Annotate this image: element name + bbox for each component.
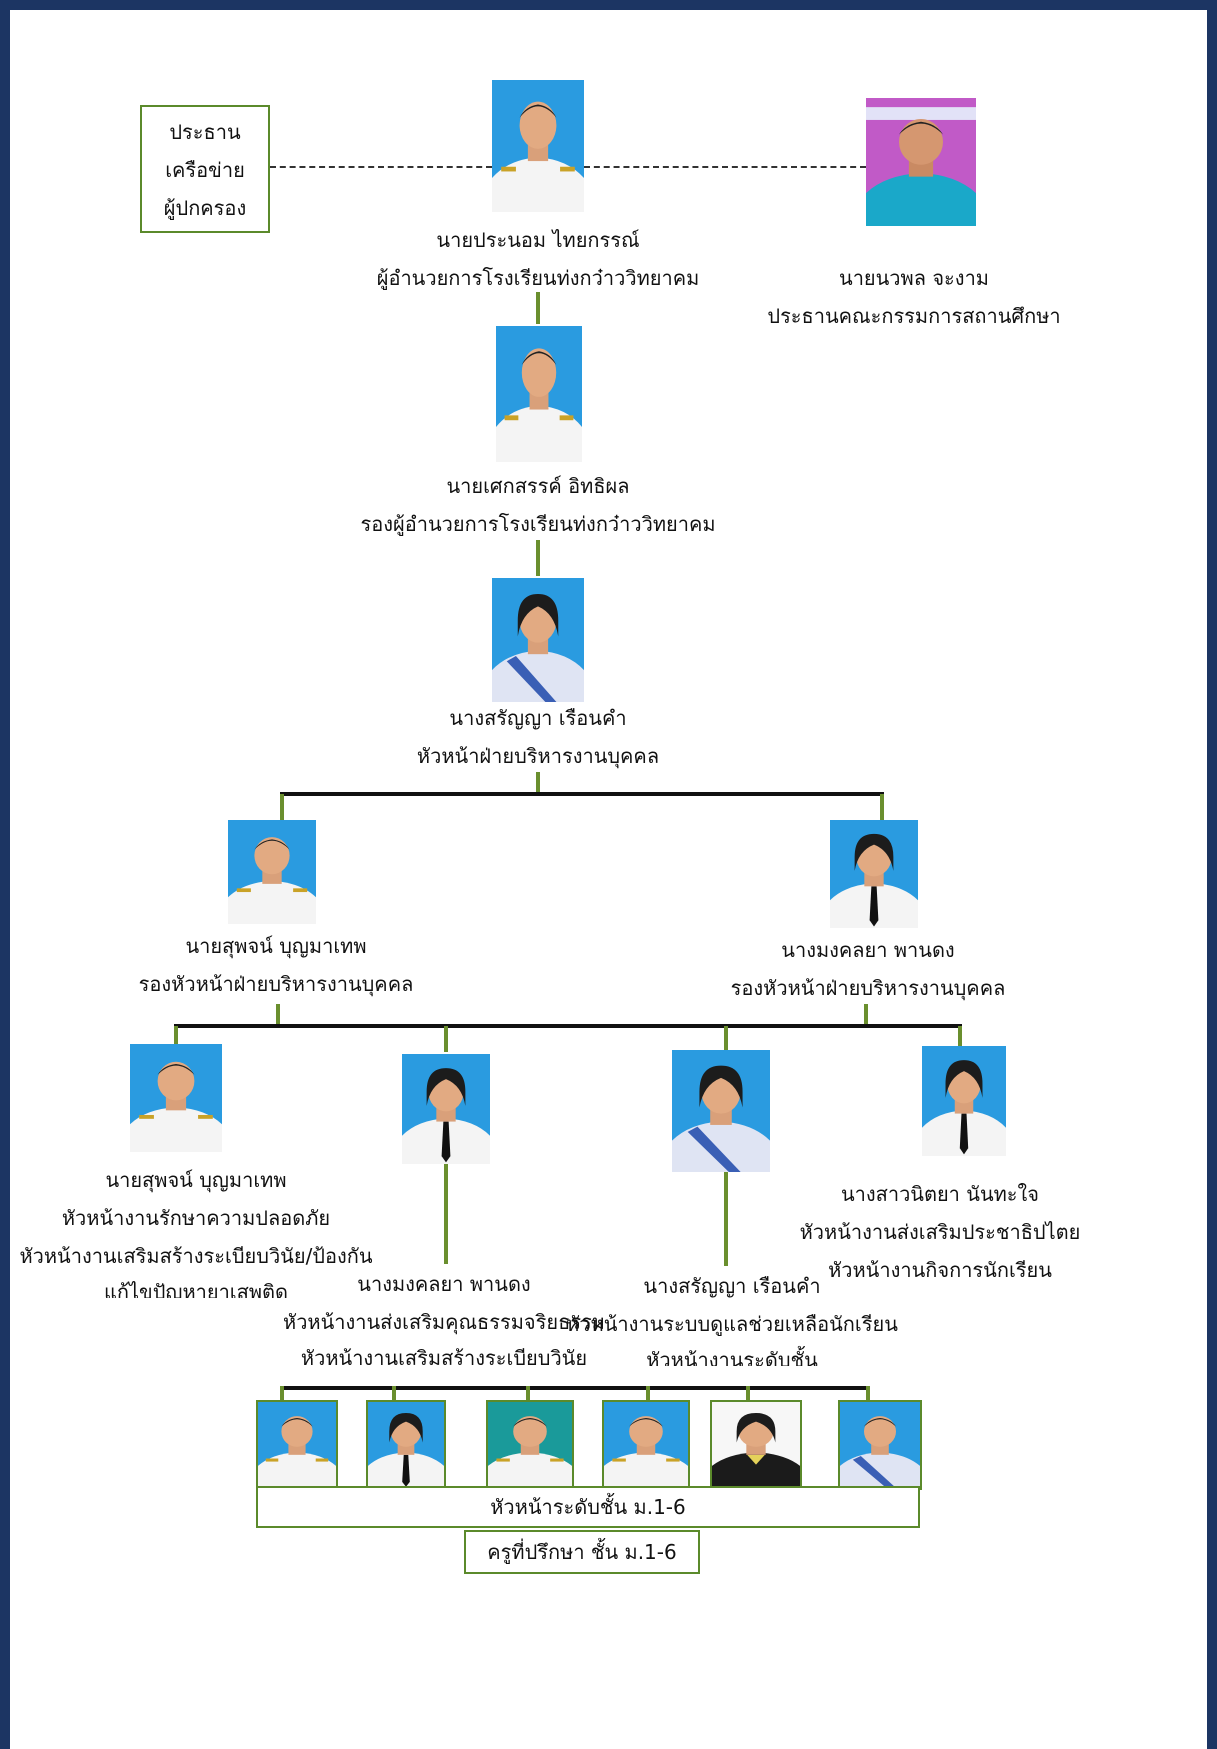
grade-head-photo-5 [710, 1400, 802, 1490]
staff-drop-4 [958, 1026, 962, 1046]
deputy-director-name: นายเศกสรรค์ อิทธิผล [446, 474, 630, 498]
staff-drop-2 [444, 1026, 448, 1052]
board-chairman-title: ประธานคณะกรรมการสถานศึกษา [767, 304, 1061, 328]
staff-2-name: นางมงคลยา พานดง [357, 1272, 531, 1296]
grade-drop-3 [526, 1386, 530, 1400]
staff-bar [174, 1024, 962, 1028]
staff-4-name: นางสาวนิตยา นันทะใจ [840, 1182, 1040, 1206]
grade-head-photo-6 [838, 1400, 922, 1490]
grade-drop-2 [392, 1386, 396, 1400]
connector-left-staffbar [276, 1004, 280, 1026]
grade-heads-bar [280, 1386, 870, 1390]
personnel-head-name: นางสรัญญา เรือนคำ [449, 706, 627, 730]
staff-1-line-1: หัวหน้างานรักษาความปลอดภัย [61, 1206, 331, 1230]
deputy-director-title: รองผู้อำนวยการโรงเรียนท่งกว๋าววิทยาคม [360, 512, 716, 536]
staff-3-name: นางสรัญญา เรือนคำ [643, 1274, 821, 1298]
staff-1-line-2: หัวหน้างานเสริมสร้างระเบียบวินัย/ป้องกัน [19, 1244, 373, 1268]
staff-photo-3 [672, 1050, 770, 1172]
grade-head-photo-2 [366, 1400, 446, 1490]
board-dashed-link [584, 166, 866, 168]
staff-1-name: นายสุพจน์ บุญมาเทพ [105, 1168, 287, 1192]
assistant-right-name: นางมงคลยา พานดง [781, 938, 955, 962]
staff-2-stem [444, 1164, 448, 1264]
grade-drop-1 [280, 1386, 284, 1400]
staff-1-line-3: แก้ไขปัญหายาเสพติด [103, 1280, 289, 1298]
staff-3-stem [724, 1172, 728, 1266]
staff-photo-1 [130, 1044, 222, 1152]
staff-drop-3 [724, 1026, 728, 1050]
connector-right-staffbar [864, 1004, 868, 1026]
assistant-bar [280, 792, 884, 796]
connector-head-bar [536, 772, 540, 794]
board-chairman-name: นายนวพล จะงาม [839, 266, 989, 290]
connector-deputy-head [536, 540, 540, 576]
staff-4-line-2: หัวหน้างานกิจการนักเรียน [828, 1258, 1052, 1282]
director-title: ผู้อำนวยการโรงเรียนท่งกว๋าววิทยาคม [376, 266, 700, 290]
network-line-1: ประธาน [169, 120, 241, 144]
network-line-3: ผู้ปกครอง [163, 196, 247, 220]
deputy-director-photo [496, 326, 582, 462]
assistant-left-title: รองหัวหน้าฝ่ายบริหารงานบุคคล [138, 972, 414, 996]
grade-head-photo-4 [602, 1400, 690, 1490]
assistant-left-photo [228, 820, 316, 924]
staff-3-line-2: หัวหน้างานระดับชั้น [646, 1348, 818, 1366]
advisors-box: ครูที่ปรึกษา ชั้น ม.1-6 [464, 1530, 700, 1574]
assistant-right-title: รองหัวหน้าฝ่ายบริหารงานบุคคล [730, 976, 1006, 1000]
director-photo [492, 80, 584, 212]
personnel-head-photo [492, 578, 584, 702]
board-chairman-photo [866, 98, 976, 226]
grade-drop-5 [746, 1386, 750, 1400]
staff-2-line-2: หัวหน้างานเสริมสร้างระเบียบวินัย [300, 1346, 588, 1370]
personnel-head-title: หัวหน้าฝ่ายบริหารงานบุคคล [416, 744, 660, 768]
grade-heads-label: หัวหน้าระดับชั้น ม.1-6 [490, 1495, 686, 1519]
grade-head-photo-3 [486, 1400, 574, 1490]
advisors-label: ครูที่ปรึกษา ชั้น ม.1-6 [487, 1540, 677, 1564]
director-name: นายประนอม ไทยกรรณ์ [436, 228, 640, 252]
staff-4-line-1: หัวหน้างานส่งเสริมประชาธิปไตย [799, 1220, 1081, 1244]
staff-3-line-1: หัวหน้างานระบบดูแลช่วยเหลือนักเรียน [566, 1312, 898, 1336]
staff-drop-1 [174, 1026, 178, 1044]
grade-drop-6 [866, 1386, 870, 1400]
network-dashed-link [270, 166, 492, 168]
grade-drop-4 [646, 1386, 650, 1400]
parent-network-box: ประธาน เครือข่าย ผู้ปกครอง [140, 105, 270, 233]
assistant-right-photo [830, 820, 918, 928]
connector-bar-right [880, 794, 884, 820]
grade-head-photo-1 [256, 1400, 338, 1490]
org-chart: ประธาน เครือข่าย ผู้ปกครอง นายประนอม ไทย… [10, 10, 1207, 1749]
staff-2-line-1: หัวหน้างานส่งเสริมคุณธรรมจริยธรรม [283, 1310, 605, 1334]
staff-photo-2 [402, 1054, 490, 1164]
connector-director-deputy [536, 292, 540, 324]
staff-photo-4 [922, 1046, 1006, 1156]
connector-bar-left [280, 794, 284, 820]
assistant-left-name: นายสุพจน์ บุญมาเทพ [185, 934, 367, 958]
network-line-2: เครือข่าย [165, 158, 245, 182]
grade-heads-box: หัวหน้าระดับชั้น ม.1-6 [256, 1486, 920, 1528]
